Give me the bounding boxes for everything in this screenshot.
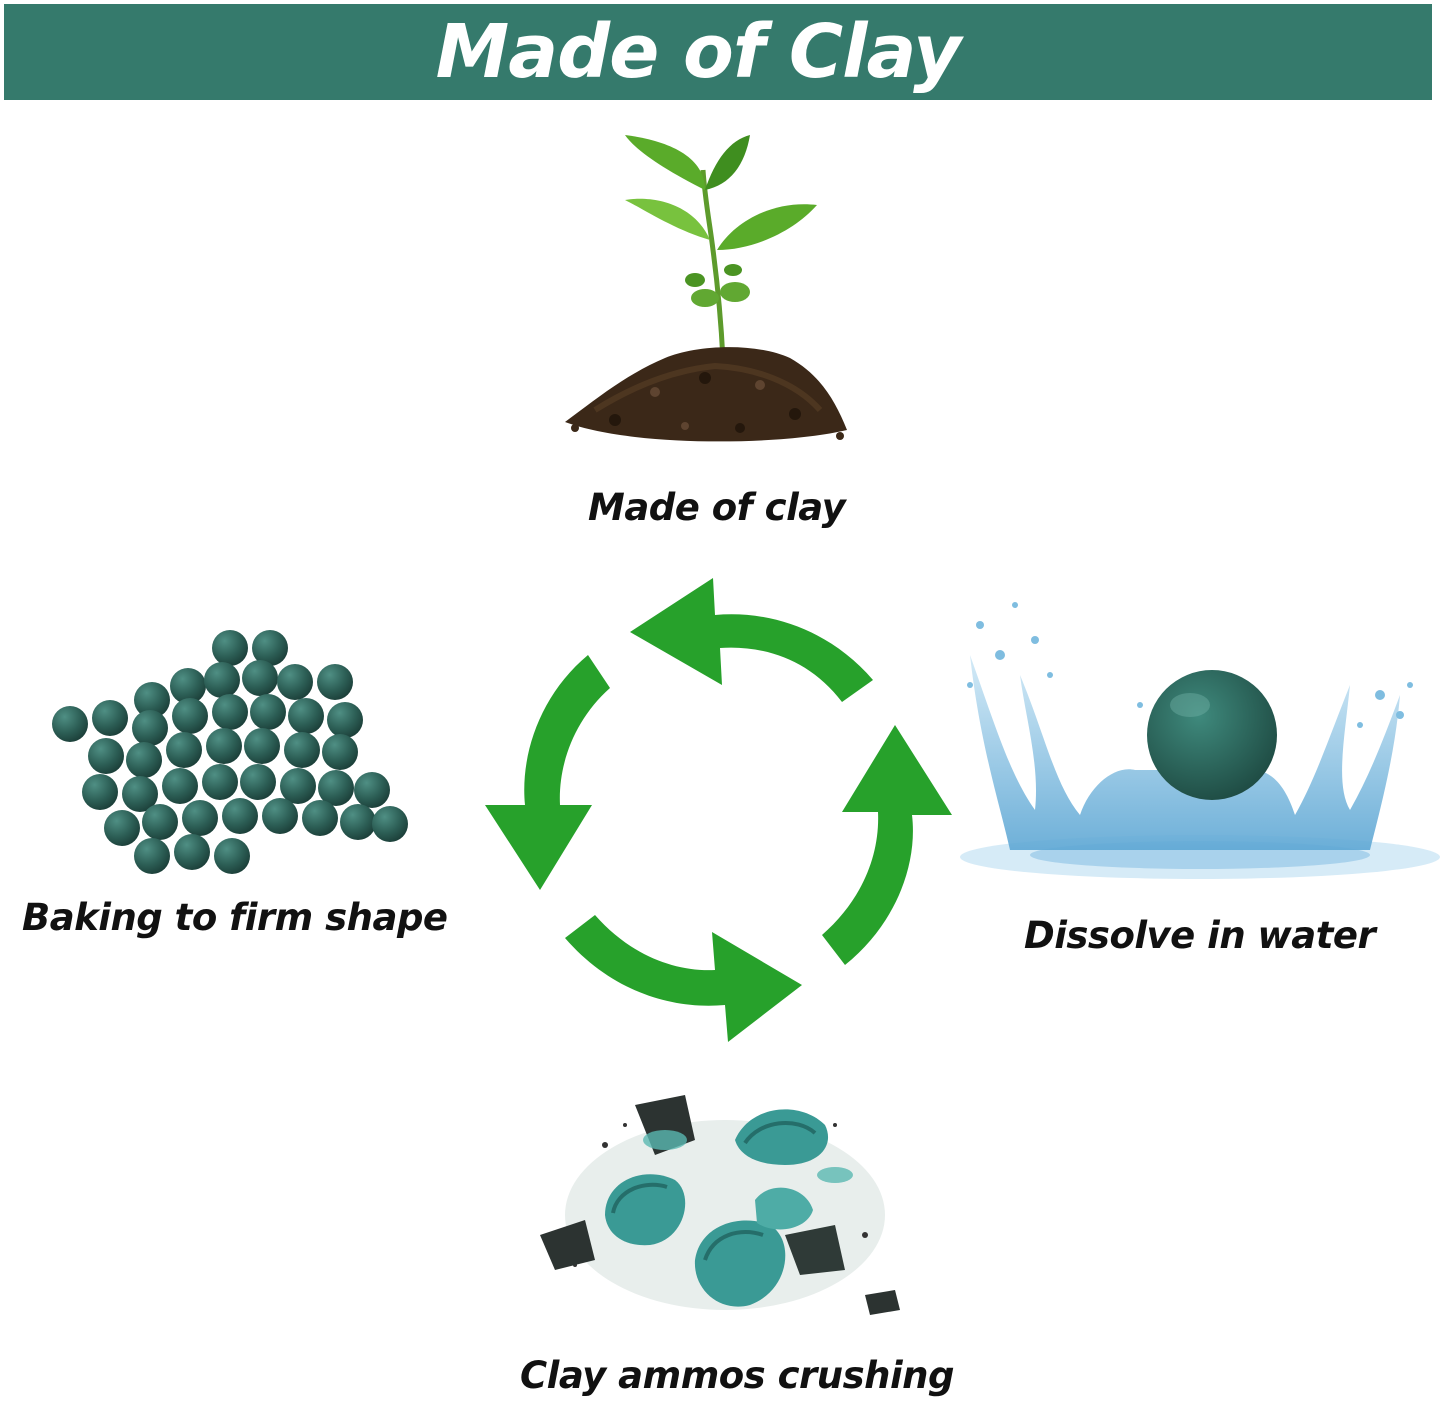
clay-ball	[318, 770, 354, 806]
clay-ball	[134, 838, 170, 874]
clay-ball	[212, 694, 248, 730]
clay-ball	[122, 776, 158, 812]
clay-ball	[204, 662, 240, 698]
clay-ball	[162, 768, 198, 804]
clay-ball	[104, 810, 140, 846]
clay-ball	[242, 660, 278, 696]
clay-ball	[322, 734, 358, 770]
clay-ball	[317, 664, 353, 700]
clay-ball	[280, 768, 316, 804]
cycle-arrow-bottom	[565, 915, 802, 1042]
cycle-arrow-right	[822, 725, 952, 965]
cycle-arrows	[470, 560, 970, 1060]
clay-balls-illustration	[40, 620, 420, 890]
page-title: Made of Clay	[435, 9, 962, 95]
cycle-arrow-top	[630, 578, 873, 702]
clay-ball	[182, 800, 218, 836]
clay-ball	[277, 664, 313, 700]
clay-ball	[170, 668, 206, 704]
clay-ball	[250, 694, 286, 730]
water-splash-illustration	[940, 585, 1440, 895]
clay-ball	[206, 728, 242, 764]
clay-ball	[302, 800, 338, 836]
step-label-bottom: Clay ammos crushing	[520, 1354, 954, 1397]
clay-ball	[212, 630, 248, 666]
step-label-right: Dissolve in water	[1024, 914, 1376, 957]
step-label-left: Baking to firm shape	[22, 896, 448, 939]
crushed-clay-illustration	[535, 1085, 915, 1330]
clay-ball	[166, 732, 202, 768]
clay-ball	[372, 806, 408, 842]
clay-ball	[82, 774, 118, 810]
clay-ball	[288, 698, 324, 734]
clay-ball	[134, 682, 170, 718]
plant-soil-illustration	[555, 130, 855, 470]
clay-ball	[252, 630, 288, 666]
clay-ball	[174, 834, 210, 870]
clay-ball	[340, 804, 376, 840]
clay-ball	[327, 702, 363, 738]
clay-ball	[214, 838, 250, 874]
clay-ball	[284, 732, 320, 768]
clay-ball	[142, 804, 178, 840]
clay-ball	[354, 772, 390, 808]
clay-ball	[222, 798, 258, 834]
clay-ball	[132, 710, 168, 746]
step-label-top: Made of clay	[588, 486, 846, 529]
clay-ball	[244, 728, 280, 764]
cycle-arrow-left	[485, 655, 610, 890]
clay-ball	[172, 698, 208, 734]
clay-ball	[88, 738, 124, 774]
clay-ball	[52, 706, 88, 742]
header-banner: Made of Clay	[4, 4, 1432, 100]
clay-ball	[262, 798, 298, 834]
clay-ball	[240, 764, 276, 800]
clay-ball	[126, 742, 162, 778]
clay-ball	[92, 700, 128, 736]
clay-ball	[202, 764, 238, 800]
